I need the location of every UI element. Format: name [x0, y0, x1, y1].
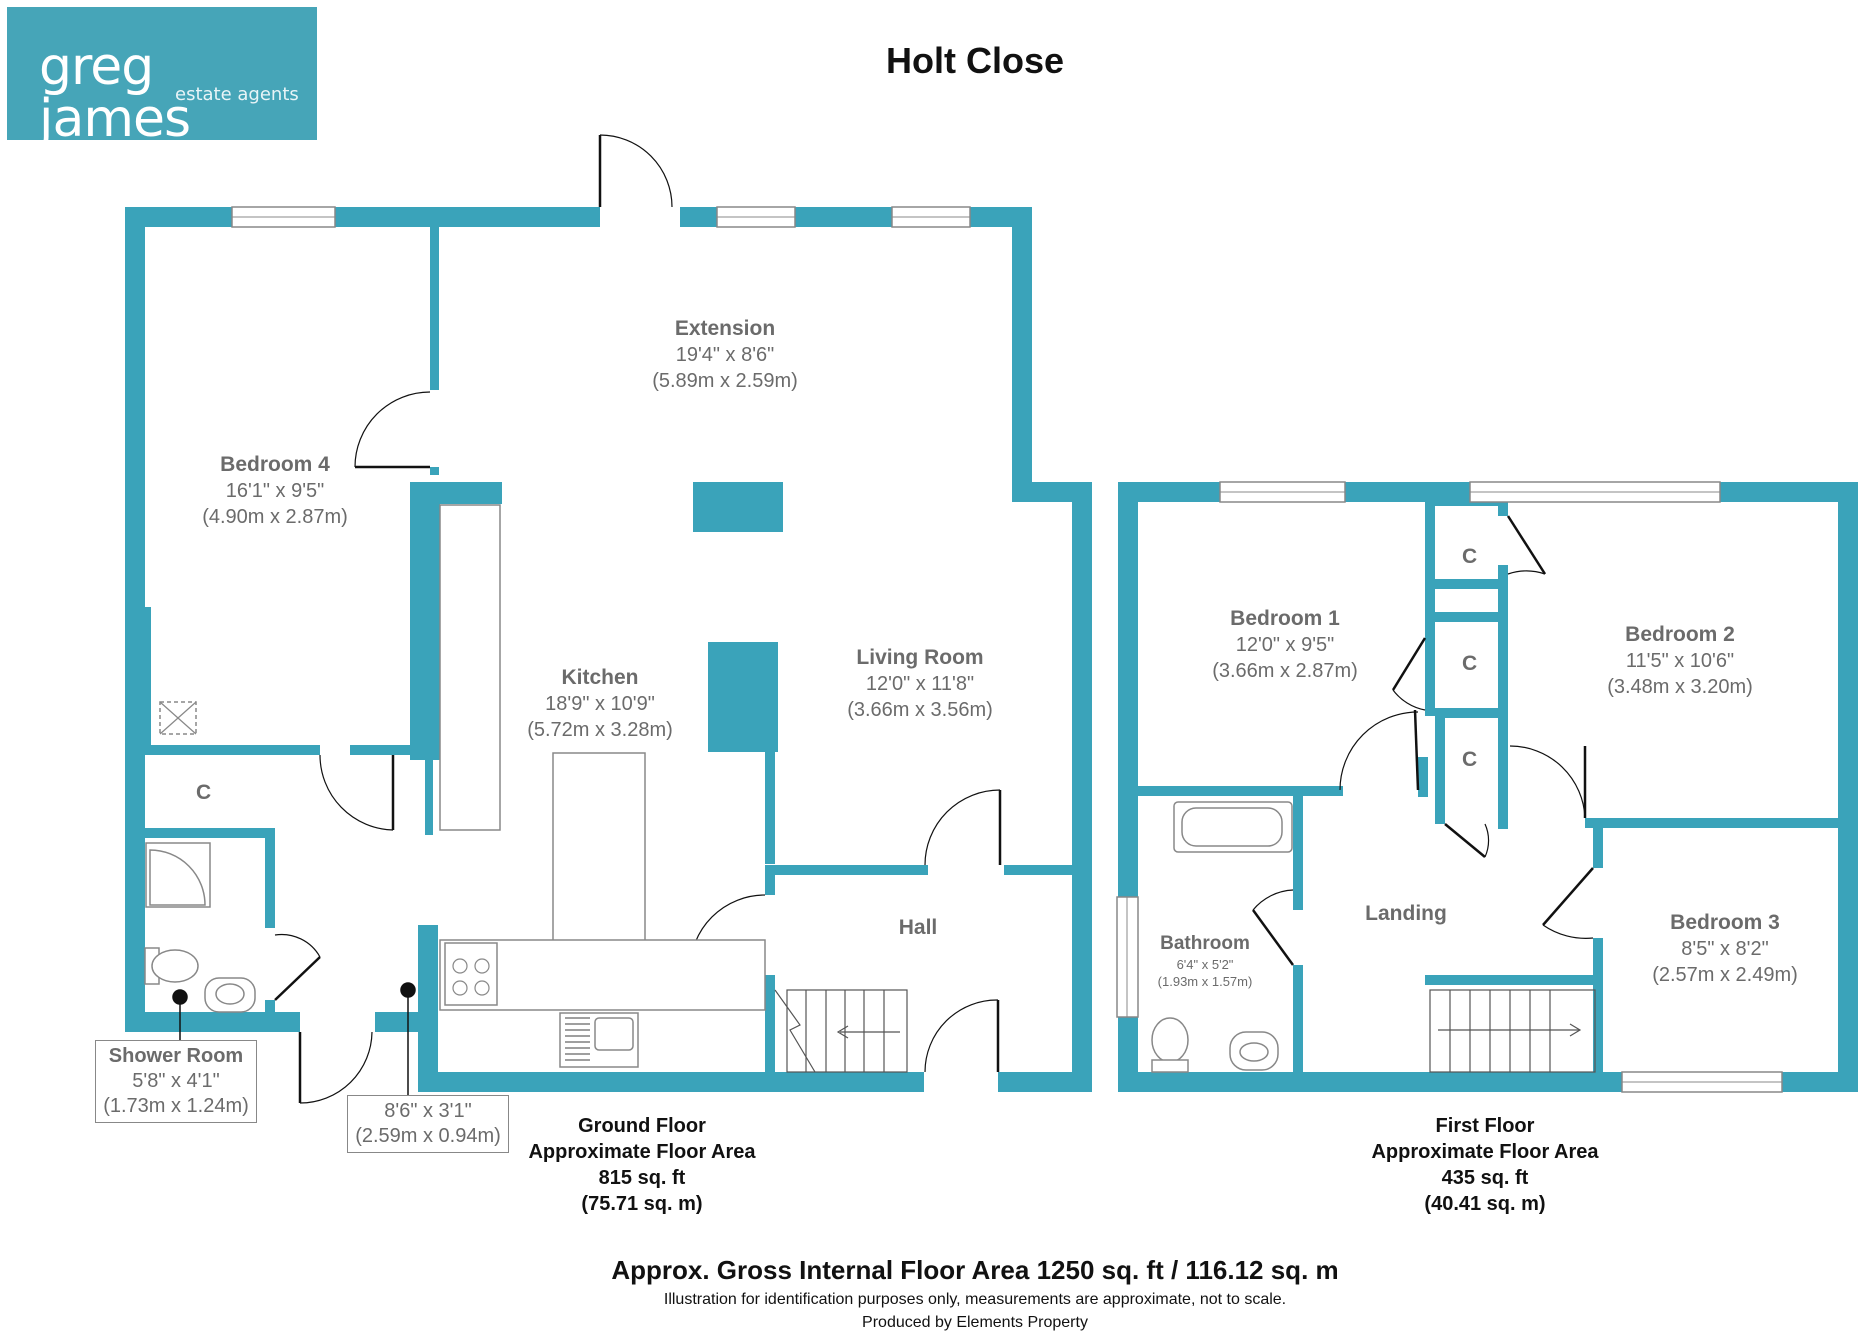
- bedroom3-imperial: 8'5" x 8'2": [1681, 938, 1769, 961]
- hob: [444, 942, 498, 1006]
- bedroom2-imperial: 11'5" x 10'6": [1625, 650, 1735, 673]
- cupboard-label-1: C: [1462, 545, 1478, 568]
- kitchen-label: Kitchen 18'9" x 10'9" (5.72m x 3.28m): [495, 664, 705, 743]
- living-room-label: Living Room 12'0" x 11'8" (3.66m x 3.56m…: [815, 644, 1025, 723]
- bathroom-label: Bathroom 6'4" x 5'2" (1.93m x 1.57m): [1135, 932, 1275, 990]
- ground-floor-sqm: (75.71 sq. m): [581, 1193, 703, 1215]
- bedroom2-name: Bedroom 2: [1625, 623, 1735, 646]
- bedroom4-label: Bedroom 4 16'1" x 9'5" (4.90m x 2.87m): [170, 451, 380, 530]
- bedroom3-name: Bedroom 3: [1670, 911, 1780, 934]
- first-floor-sqft: 435 sq. ft: [1441, 1167, 1529, 1189]
- porch-metric: (2.59m x 0.94m): [355, 1125, 501, 1147]
- drainer: [565, 1017, 590, 1061]
- producer: Produced by Elements Property: [862, 1314, 1088, 1331]
- hall-label: Hall: [868, 914, 968, 941]
- bathroom-metric: (1.93m x 1.57m): [1157, 973, 1253, 989]
- worktop-left: [439, 504, 501, 831]
- stairs: [774, 989, 1596, 1073]
- bedroom3-label: Bedroom 3 8'5" x 8'2" (2.57m x 2.49m): [1620, 909, 1830, 988]
- first-floor-area-label: Approximate Floor Area: [1371, 1141, 1599, 1163]
- living-room-imperial: 12'0" x 11'8": [865, 673, 975, 696]
- first-floor-name: First Floor: [1435, 1115, 1535, 1137]
- bedroom1-name: Bedroom 1: [1230, 607, 1340, 630]
- shower-room-imperial: 5'8" x 4'1": [132, 1070, 220, 1092]
- bathroom-name: Bathroom: [1160, 933, 1250, 954]
- bedroom4-metric: (4.90m x 2.87m): [202, 506, 348, 529]
- kitchen-imperial: 18'9" x 10'9": [545, 693, 655, 716]
- bedroom3-metric: (2.57m x 2.49m): [1652, 964, 1798, 987]
- porch-imperial: 8'6" x 3'1": [384, 1100, 472, 1122]
- shower-tray: [145, 842, 211, 908]
- living-room-name: Living Room: [856, 646, 984, 669]
- door-leaves: [274, 135, 1594, 1103]
- bedroom1-label: Bedroom 1 12'0" x 9'5" (3.66m x 2.87m): [1180, 605, 1390, 684]
- extension-label: Extension 19'4" x 8'6" (5.89m x 2.59m): [620, 315, 830, 394]
- shower-room-metric: (1.73m x 1.24m): [103, 1095, 249, 1117]
- extension-imperial: 19'4" x 8'6": [675, 344, 775, 367]
- hall-name: Hall: [898, 916, 938, 939]
- porch-callout: 8'6" x 3'1" (2.59m x 0.94m): [347, 1095, 509, 1153]
- bedroom4-imperial: 16'1" x 9'5": [225, 480, 325, 503]
- ground-floor-area: Ground Floor Approximate Floor Area 815 …: [492, 1113, 792, 1217]
- extension-metric: (5.89m x 2.59m): [652, 370, 798, 393]
- ground-floor-area-label: Approximate Floor Area: [528, 1141, 756, 1163]
- first-floor-area: First Floor Approximate Floor Area 435 s…: [1335, 1113, 1635, 1217]
- bedroom2-label: Bedroom 2 11'5" x 10'6" (3.48m x 3.20m): [1575, 621, 1785, 700]
- extension-name: Extension: [674, 317, 776, 340]
- logo-brand: greg james: [39, 37, 191, 149]
- cupboard-label-ground: C: [196, 781, 212, 804]
- logo-tagline: estate agents: [175, 84, 299, 105]
- bedroom1-imperial: 12'0" x 9'5": [1235, 634, 1335, 657]
- hob-rings: [159, 701, 490, 996]
- shower-room-name: Shower Room: [108, 1045, 244, 1067]
- ground-floor-name: Ground Floor: [578, 1115, 706, 1137]
- living-room-metric: (3.66m x 3.56m): [847, 699, 993, 722]
- window-panes: [232, 216, 1782, 1083]
- shower-room-callout: Shower Room 5'8" x 4'1" (1.73m x 1.24m): [95, 1040, 257, 1123]
- fixtures: [144, 504, 1293, 1073]
- kitchen-island: [552, 752, 646, 949]
- landing-name: Landing: [1365, 902, 1447, 925]
- disclaimer: Illustration for identification purposes…: [663, 1291, 1287, 1308]
- logo: greg james estate agents: [7, 7, 317, 145]
- callout-leaders: [172, 982, 416, 1100]
- footer: Approx. Gross Internal Floor Area 1250 s…: [0, 1255, 1864, 1332]
- landing-label: Landing: [1356, 900, 1456, 927]
- door-swings: [274, 134, 1594, 1104]
- gross-area: Approx. Gross Internal Floor Area 1250 s…: [611, 1255, 1339, 1285]
- first-floor-sqm: (40.41 sq. m): [1424, 1193, 1546, 1215]
- plan-title: Holt Close: [885, 40, 1064, 81]
- bedroom1-metric: (3.66m x 2.87m): [1212, 660, 1358, 683]
- bedroom4-name: Bedroom 4: [220, 453, 330, 476]
- cupboard-label-3: C: [1462, 748, 1478, 771]
- bedroom2-metric: (3.48m x 3.20m): [1607, 676, 1753, 699]
- bathroom-imperial: 6'4" x 5'2": [1176, 956, 1234, 972]
- cupboard-label-2: C: [1462, 652, 1478, 675]
- kitchen-metric: (5.72m x 3.28m): [527, 719, 673, 742]
- ground-floor-sqft: 815 sq. ft: [598, 1167, 686, 1189]
- kitchen-name: Kitchen: [561, 666, 639, 689]
- toilet: [1151, 1017, 1189, 1063]
